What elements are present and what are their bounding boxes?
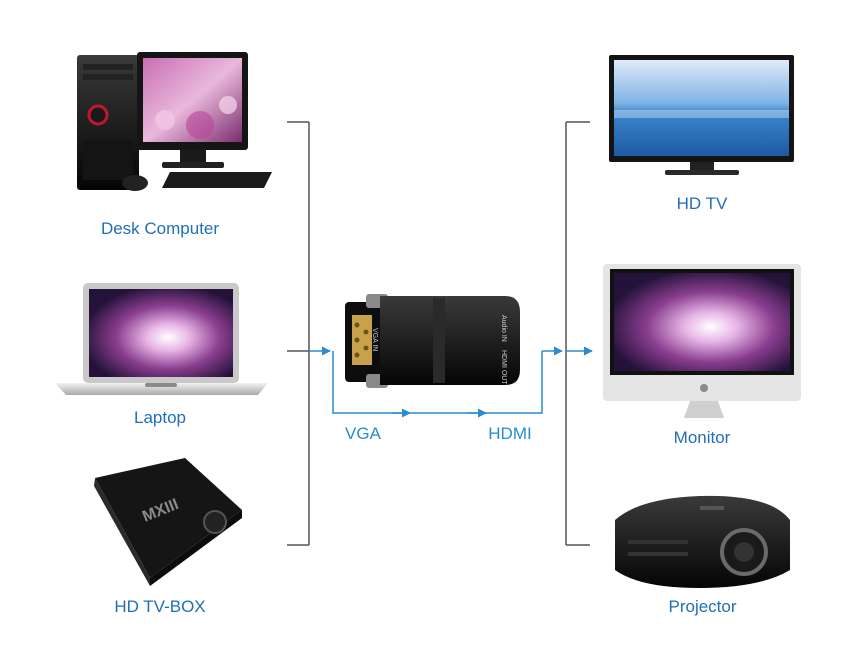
tv-box-label: HD TV-BOX (114, 597, 206, 616)
vga-in-port-label: VGA IN (371, 328, 378, 351)
laptop-label: Laptop (134, 408, 186, 427)
desk-computer-label: Desk Computer (100, 219, 220, 238)
monitor-label: Monitor (673, 428, 731, 447)
input-bracket (287, 121, 310, 546)
projector-image (615, 495, 790, 588)
desk-computer-image (77, 52, 272, 191)
vga-hdmi-adapter-image: Audio IN HDMI OUT VGA IN (345, 294, 520, 388)
signal-loop-line (332, 351, 543, 414)
hd-tv-label: HD TV (676, 194, 728, 213)
hd-tv-image (609, 55, 794, 175)
signal-path (309, 346, 593, 418)
hdmi-out-port-label: HDMI OUT (500, 350, 507, 385)
vga-flow-label: VGA (345, 424, 381, 443)
hdmi-flow-label: HDMI (488, 424, 532, 443)
output-bracket (565, 121, 590, 546)
monitor-image (603, 264, 801, 418)
projector-label: Projector (668, 597, 737, 616)
tv-box-image: MXIII (94, 458, 242, 586)
audio-in-port-label: Audio IN (500, 315, 507, 342)
apple-logo-icon (700, 384, 708, 392)
laptop-image (55, 283, 268, 395)
